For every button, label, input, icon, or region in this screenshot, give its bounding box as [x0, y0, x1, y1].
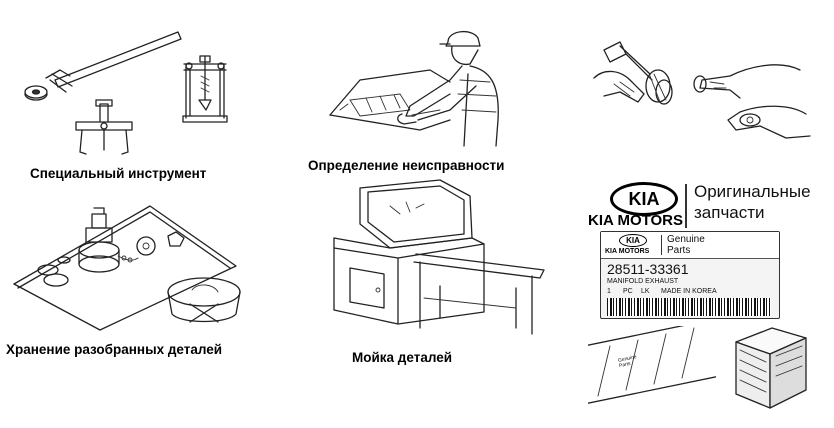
original-line-1: Оригинальные	[694, 182, 811, 201]
part-number: 28511-33361	[607, 261, 689, 277]
part-origin: MADE IN KOREA	[661, 288, 717, 295]
kia-genuine-panel: KIA KIA MOTORS Оригинальные запчасти KIA…	[588, 178, 834, 428]
diagnosis-caption: Определение неисправности	[308, 158, 505, 173]
logo-divider	[685, 184, 687, 228]
parts-label: KIA KIA MOTORS Genuine Parts 28511-33361…	[600, 231, 780, 319]
label-genuine: Genuine	[667, 234, 705, 245]
label-kia-text: KIA	[626, 236, 640, 245]
kia-logo-text: KIA	[628, 188, 660, 209]
part-unit: PC	[623, 288, 633, 295]
washing-caption: Мойка деталей	[352, 350, 453, 365]
mechanic-illustration	[329, 31, 499, 147]
kia-motors-wordmark: KIA MOTORS	[588, 212, 684, 229]
label-parts: Parts	[667, 245, 691, 256]
tape-lines	[588, 326, 716, 404]
special-tools-caption: Специальный инструмент	[30, 166, 207, 181]
parts-label-header: KIA KIA MOTORS Genuine Parts	[601, 232, 779, 259]
original-line-2: запчасти	[694, 203, 765, 222]
disassembled-parts-illustration	[13, 205, 241, 331]
label-kia-oval: KIA	[619, 234, 647, 247]
part-description: MANIFOLD EXHAUST	[607, 278, 679, 285]
diagnosis-panel: Определение неисправности	[300, 20, 540, 180]
parts-box-illustration	[735, 327, 807, 409]
hands-with-parts-illustration	[593, 41, 811, 139]
original-parts-text: Оригинальные запчасти	[694, 181, 811, 223]
storage-panel: Хранение разобранных деталей	[0, 200, 260, 365]
part-qty: 1	[607, 288, 611, 295]
label-divider	[661, 235, 662, 255]
parts-washer-illustration	[333, 179, 545, 335]
hands-panel	[590, 20, 820, 160]
washing-panel: Мойка деталей	[320, 178, 550, 373]
genuine-parts-tape: Genuine Parts	[588, 326, 716, 406]
part-barcode	[607, 298, 771, 316]
kia-oval-logo: KIA	[610, 182, 678, 216]
special-tools-panel: Специальный инструмент	[0, 0, 260, 190]
special-tools-illustration	[24, 31, 228, 155]
storage-caption: Хранение разобранных деталей	[6, 342, 223, 357]
label-kia-wordmark: KIA MOTORS	[605, 248, 650, 255]
part-code: LK	[641, 288, 650, 295]
